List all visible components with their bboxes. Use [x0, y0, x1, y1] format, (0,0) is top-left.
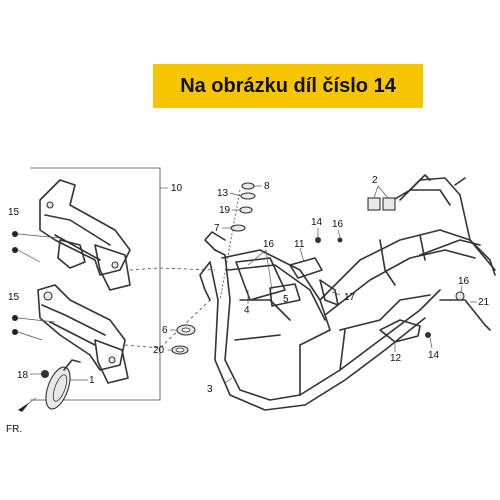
leader-16a — [247, 249, 267, 266]
callout-6: 6 — [162, 325, 168, 336]
callout-12: 12 — [390, 353, 402, 364]
bolt-14b — [425, 332, 431, 338]
callout-20: 20 — [153, 345, 165, 356]
bracket-inset-box — [30, 167, 161, 401]
bolt-14a — [315, 237, 321, 243]
upper-bracket — [39, 179, 131, 291]
leader-2a — [373, 185, 379, 199]
bolt-16d — [455, 291, 465, 301]
bolt-16 — [337, 237, 343, 243]
callout-14b: 14 — [428, 350, 440, 361]
washer-13 — [240, 192, 256, 200]
footrest-12 — [379, 319, 421, 343]
rubber-mounts-2 — [367, 197, 396, 211]
callout-15a: 15 — [8, 207, 20, 218]
banner-text: Na obrázku díl číslo 14 — [180, 74, 396, 97]
leader-3 — [224, 377, 233, 384]
guide-line-2 — [124, 299, 211, 349]
screw-18 — [41, 370, 49, 378]
callout-1: 1 — [89, 375, 95, 386]
callout-17: 17 — [344, 292, 356, 303]
leader-16c — [337, 229, 341, 238]
callout-8: 8 — [264, 181, 270, 192]
stand-21 — [439, 299, 491, 331]
callout-3: 3 — [207, 384, 213, 395]
leader-15b — [17, 249, 41, 263]
bolt-15-lower — [12, 315, 18, 335]
callout-11: 11 — [294, 239, 305, 250]
part-number-banner: Na obrázku díl číslo 14 — [153, 64, 423, 108]
callout-7: 7 — [214, 223, 220, 234]
callout-19: 19 — [219, 205, 231, 216]
lower-bracket — [37, 284, 129, 384]
leader-2b — [377, 185, 389, 199]
direction-label: FR. — [6, 424, 22, 435]
callout-16b: 16 — [332, 219, 344, 230]
leader-16d — [460, 285, 463, 293]
horn-part-1 — [45, 359, 81, 410]
leader-14b — [429, 337, 433, 349]
steering-axis — [219, 189, 241, 301]
callout-18: 18 — [17, 370, 29, 381]
leader-15c — [17, 317, 56, 323]
plate-4 — [235, 257, 286, 301]
main-frame-3 — [199, 174, 496, 411]
callout-10: 10 — [171, 183, 183, 194]
leader-15d — [17, 331, 43, 341]
plate-17 — [319, 279, 339, 306]
callout-13: 13 — [217, 188, 229, 199]
leader-16b — [265, 249, 273, 291]
nut-8 — [241, 182, 255, 190]
leader-11 — [299, 247, 305, 263]
callout-4: 4 — [244, 305, 250, 316]
leader-17 — [331, 291, 341, 296]
callout-21: 21 — [478, 297, 490, 308]
callout-2: 2 — [372, 175, 378, 186]
callout-15b: 15 — [8, 292, 20, 303]
bracket-11 — [289, 257, 323, 279]
guide-line-1 — [129, 267, 216, 271]
callout-16c: 16 — [458, 276, 470, 287]
bolt-15-upper — [12, 231, 18, 253]
plate-5 — [269, 283, 301, 307]
callout-14a: 14 — [311, 217, 323, 228]
leader-15a — [17, 233, 61, 239]
arrow-shaft — [25, 397, 37, 406]
ring-19 — [239, 206, 253, 214]
callout-16a: 16 — [263, 239, 275, 250]
callout-5: 5 — [283, 294, 289, 305]
